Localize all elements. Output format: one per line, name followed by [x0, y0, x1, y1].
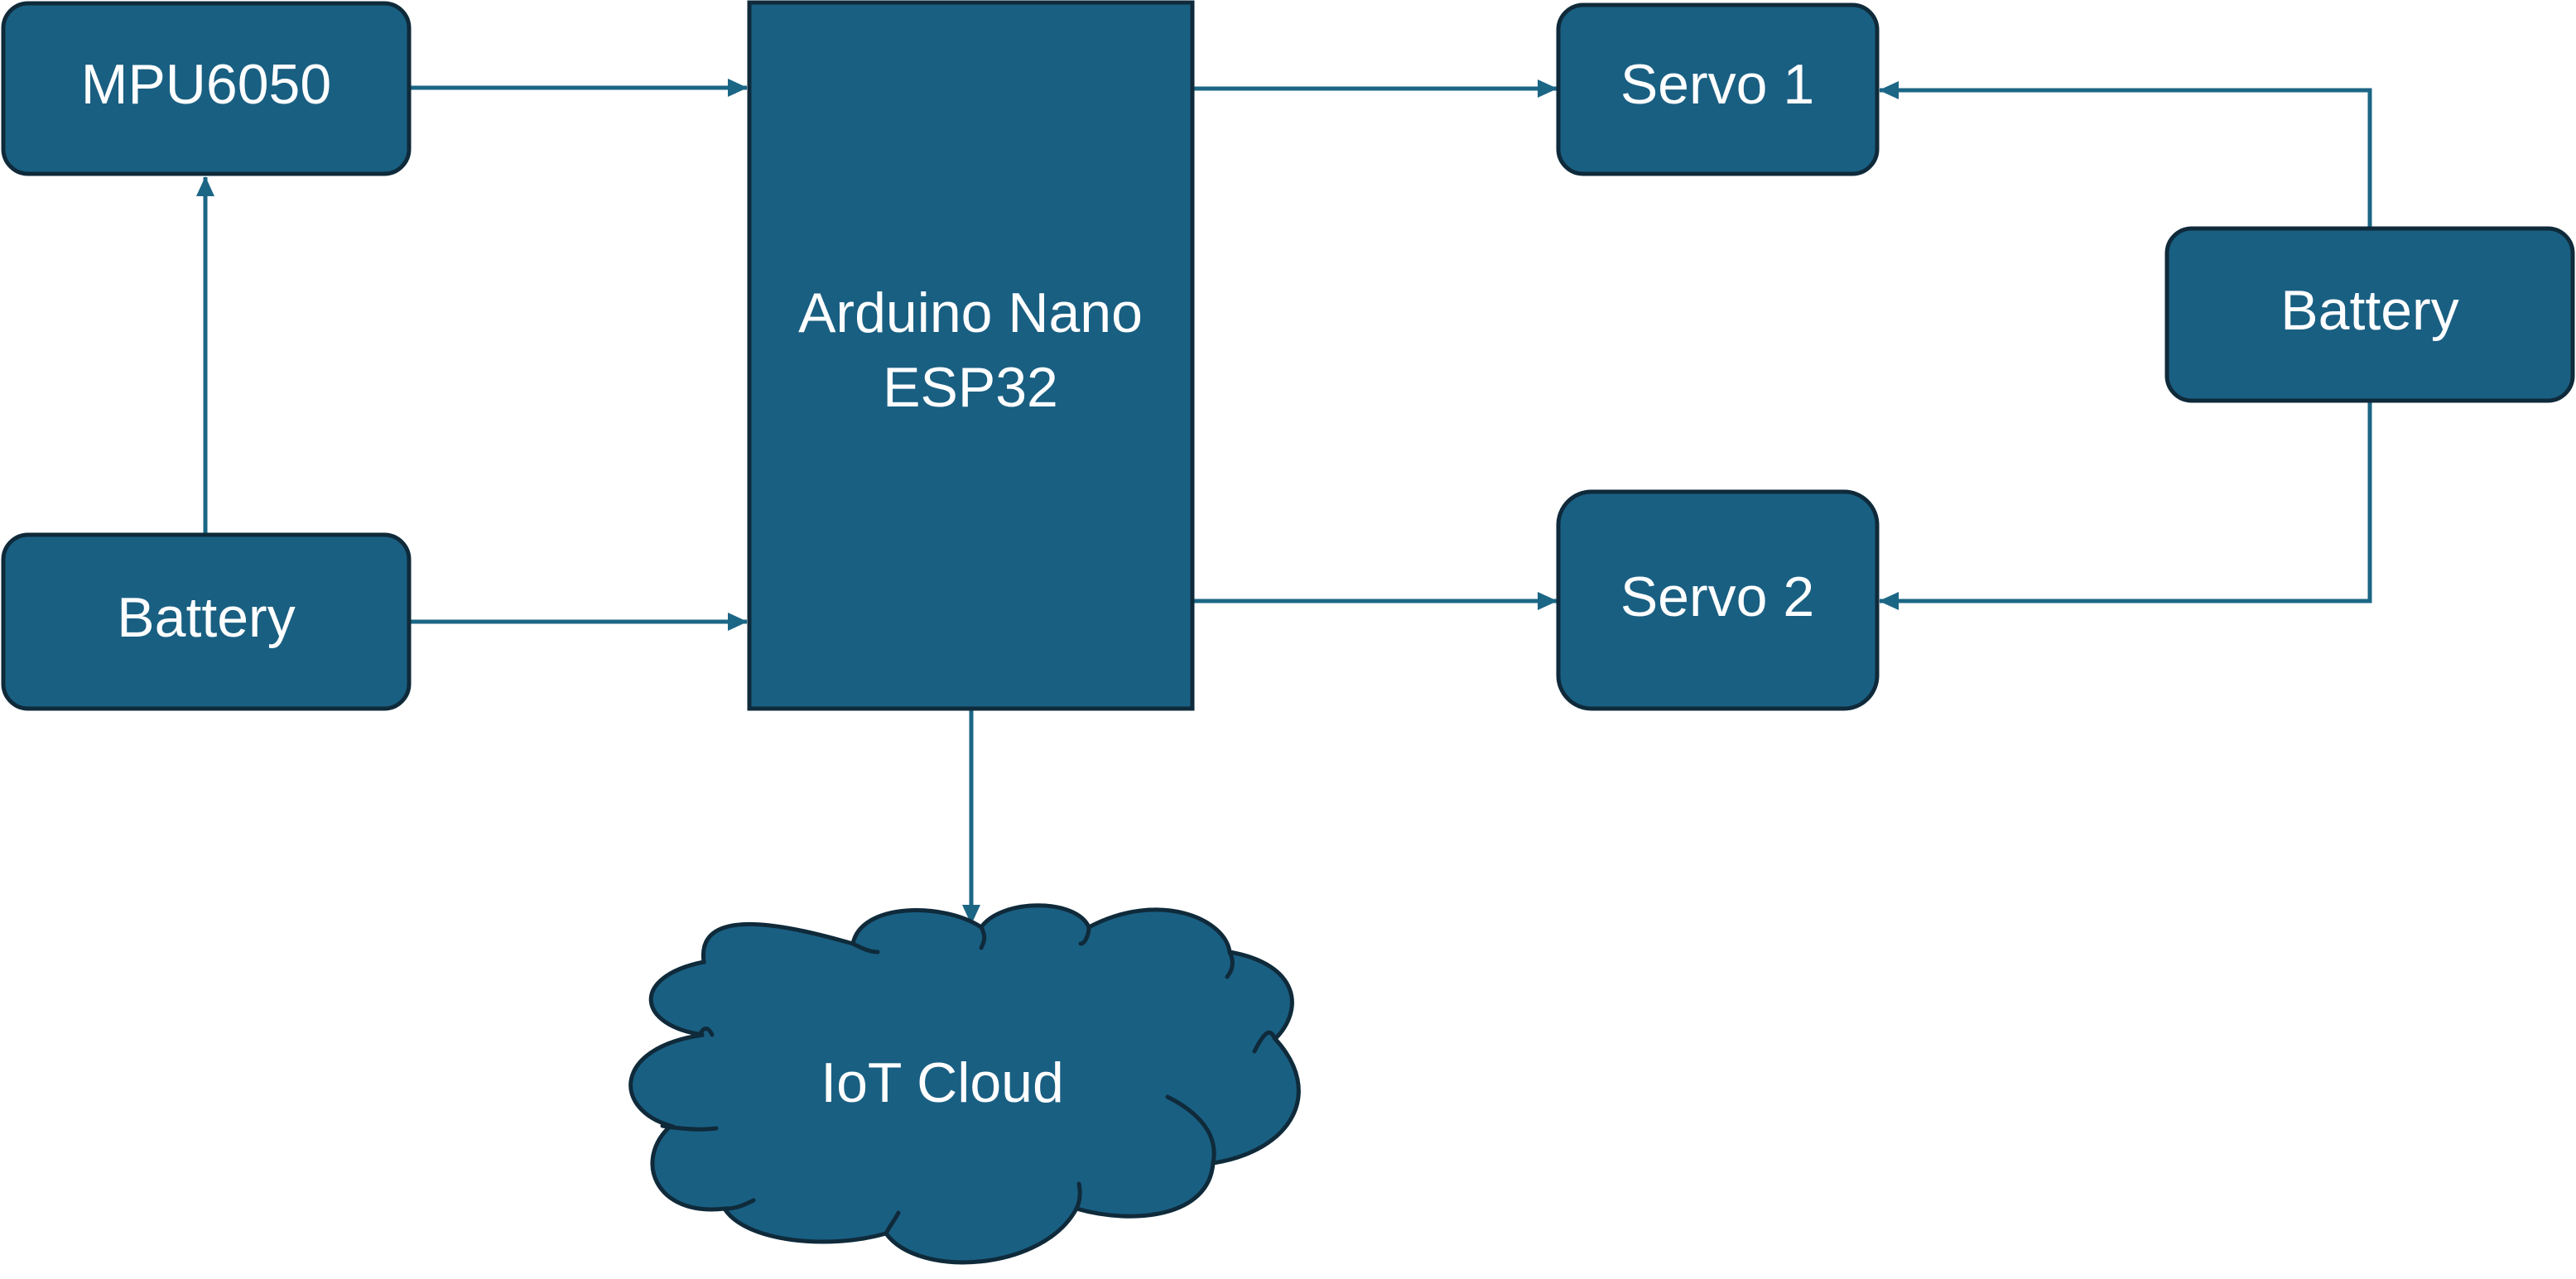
iot-cloud-node: IoT Cloud [628, 903, 1301, 1265]
cloud-label: IoT Cloud [821, 1051, 1064, 1114]
controller-label-line1: Arduino Nano [798, 281, 1143, 344]
mpu6050-node: MPU6050 [1, 1, 412, 176]
controller-node: Arduino Nano ESP32 [747, 0, 1195, 711]
controller-label-line2: ESP32 [883, 356, 1058, 419]
servo1-label: Servo 1 [1620, 53, 1814, 116]
edge-battery-to-servo2 [1879, 402, 2372, 610]
edge-battery-to-servo1 [1879, 81, 2372, 227]
servo2-label: Servo 2 [1620, 565, 1814, 628]
servo2-box [1556, 489, 1880, 711]
cloud-inner-curves [660, 925, 1278, 1236]
battery-right-label: Battery [2280, 279, 2458, 342]
battery-left-label: Battery [117, 586, 295, 649]
battery-left-box [1, 532, 412, 711]
servo1-node: Servo 1 [1556, 2, 1880, 176]
connectors [196, 79, 2372, 925]
controller-box [747, 0, 1195, 711]
battery-right-node: Battery [2164, 226, 2575, 403]
battery-right-box [2164, 226, 2575, 403]
mpu6050-box [1, 1, 412, 176]
battery-left-node: Battery [1, 532, 412, 711]
mpu6050-label: MPU6050 [81, 53, 331, 116]
servo2-node: Servo 2 [1556, 489, 1880, 711]
servo1-box [1556, 2, 1880, 176]
